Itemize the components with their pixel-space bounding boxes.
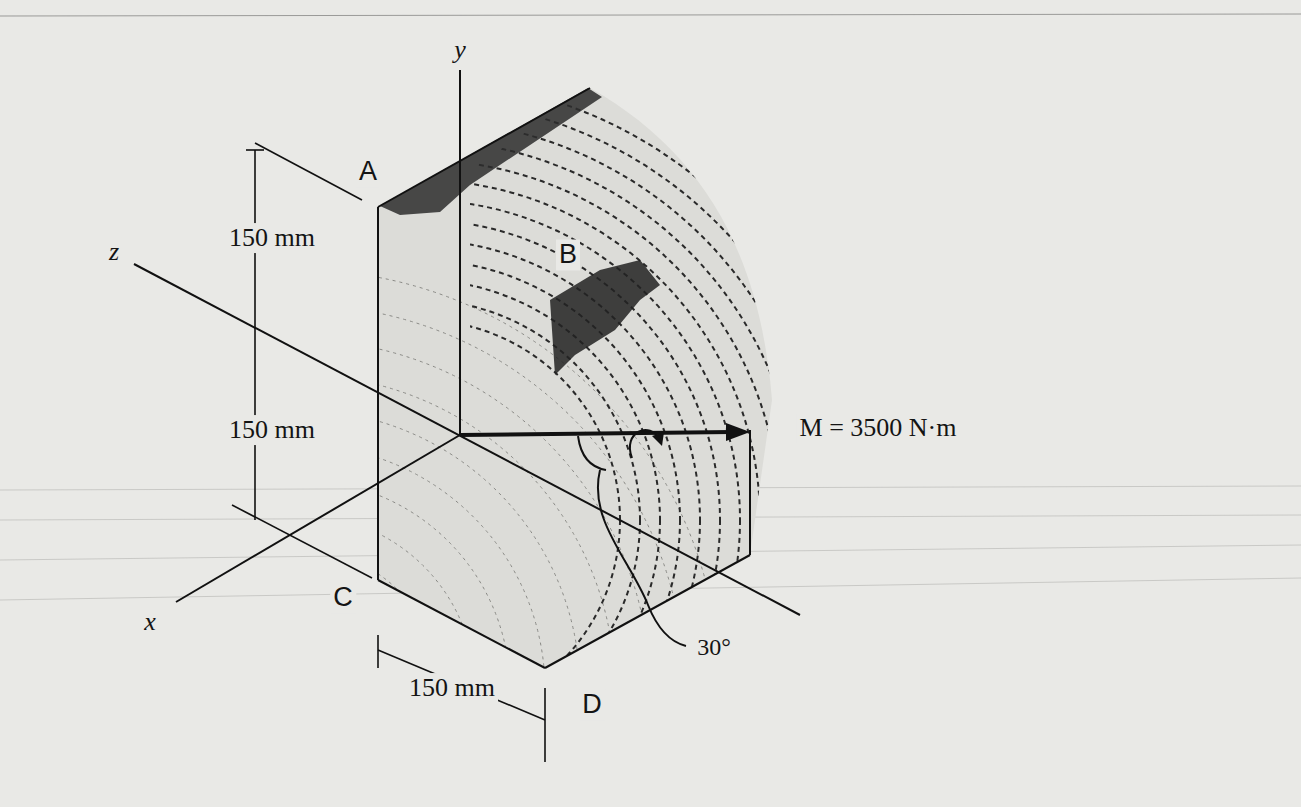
dimension: 150 mm: [226, 223, 318, 253]
axis-label: z: [106, 237, 122, 267]
axis-line: [134, 70, 800, 615]
wood-knot: [550, 260, 660, 375]
beam-outline: [378, 88, 750, 668]
paper-line: [0, 14, 1301, 16]
angle-label: 30°: [694, 634, 734, 662]
point-label: B: [556, 239, 580, 270]
wood-grain: [0, 80, 860, 807]
moment-label: M = 3500 N·m: [797, 413, 960, 443]
dimension: 150 mm: [226, 415, 318, 445]
point-label: C: [330, 582, 356, 613]
axis-label: x: [141, 607, 159, 637]
point-label: D: [579, 689, 605, 720]
axis-label: y: [451, 35, 469, 65]
dimension: 150 mm: [406, 673, 498, 703]
angle-arc: [578, 436, 686, 646]
point-label: A: [356, 156, 380, 187]
wood-grain: [0, 270, 720, 807]
beam-top-shading: [380, 88, 602, 215]
moment-vector: [460, 423, 750, 458]
